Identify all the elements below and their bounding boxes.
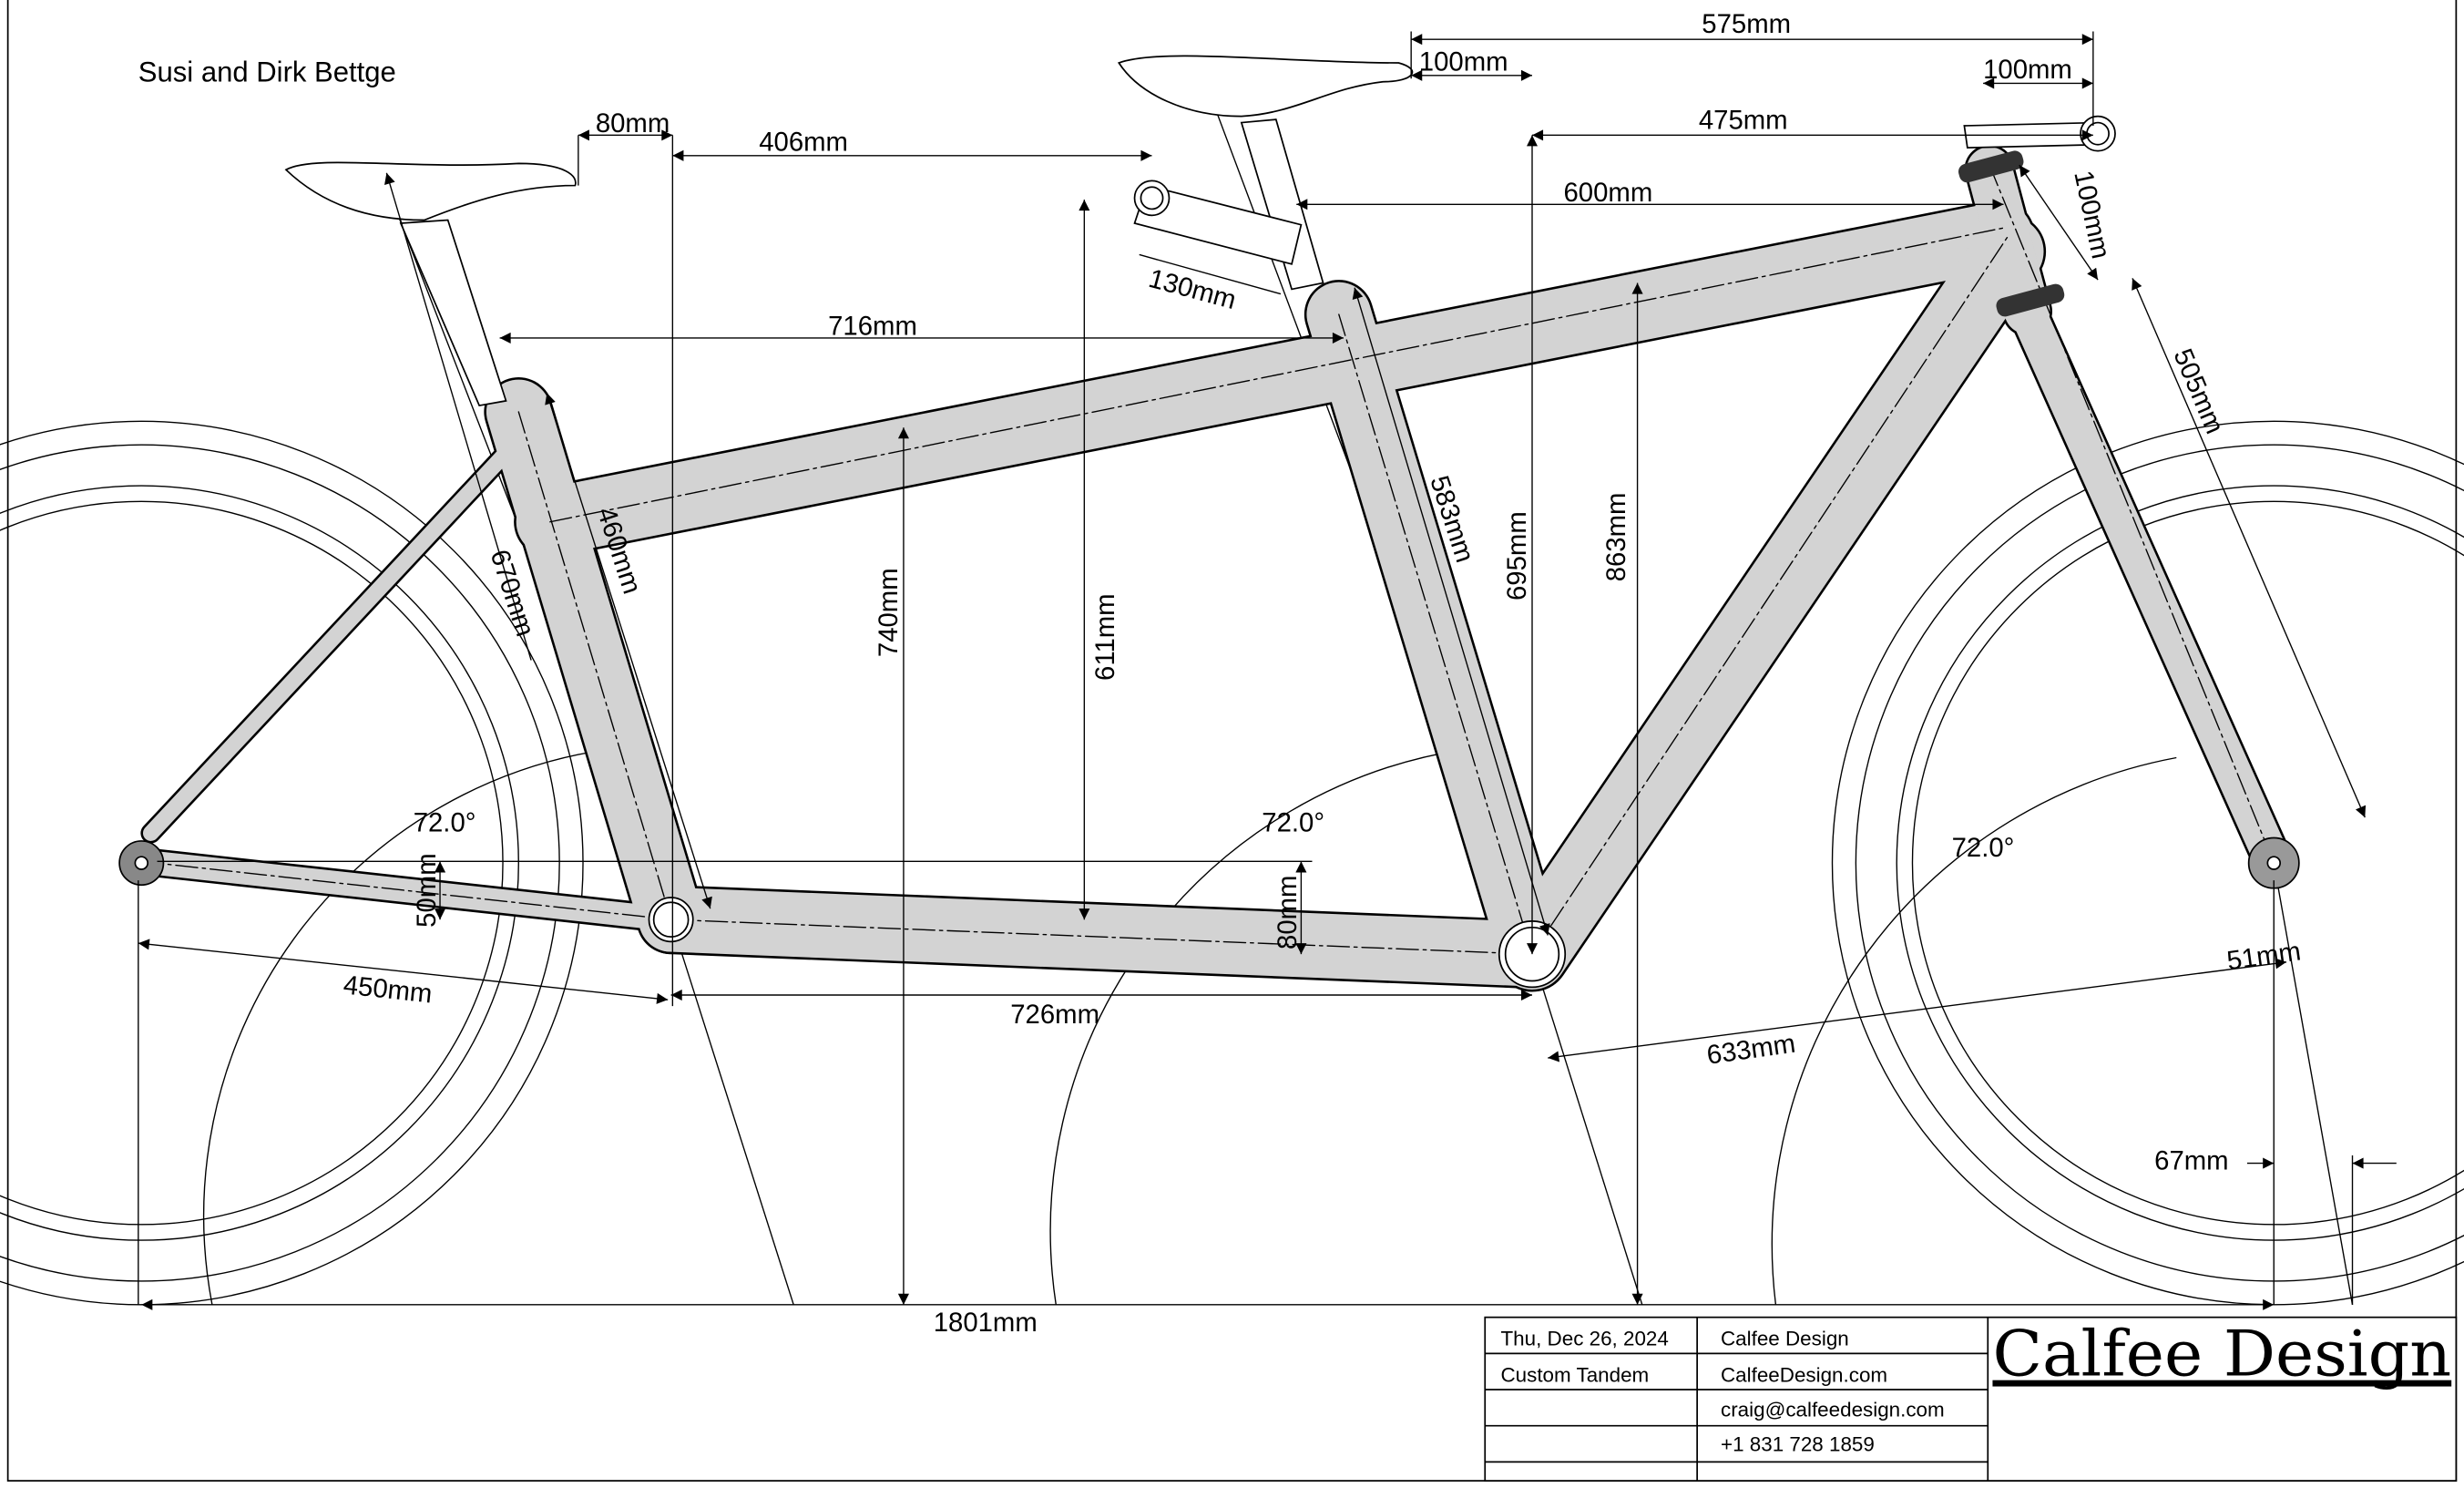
dim-67: 67mm (2154, 1145, 2228, 1175)
dim-50: 50mm (412, 853, 442, 927)
dim-716: 716mm (828, 311, 917, 341)
dim-1801: 1801mm (934, 1308, 1038, 1338)
company: Calfee Design (1721, 1328, 1849, 1350)
date: Thu, Dec 26, 2024 (1500, 1328, 1668, 1350)
angle-stoker: 72.0° (414, 808, 476, 838)
dim-100-stem: 100mm (1983, 55, 2072, 85)
dim-450: 450mm (342, 970, 434, 1009)
dim-726: 726mm (1010, 1000, 1099, 1030)
dim-51: 51mm (2225, 936, 2303, 976)
dim-130: 130mm (1146, 263, 1240, 315)
calfee-logo: Calfee Design (1992, 1318, 2451, 1391)
dim-80-stoker-setback: 80mm (596, 108, 670, 139)
phone: +1 831 728 1859 (1721, 1432, 1875, 1455)
dim-633: 633mm (1705, 1029, 1797, 1071)
sheet-border (6, 0, 2458, 1482)
cockpit (284, 55, 2116, 407)
dimension-lines (138, 31, 2397, 1310)
dim-100-captain-setback: 100mm (1419, 47, 1508, 77)
dim-863: 863mm (1601, 493, 1631, 582)
dim-80-bb-drop: 80mm (1273, 876, 1303, 949)
angle-captain: 72.0° (1262, 808, 1324, 838)
dim-406: 406mm (759, 128, 848, 158)
dim-695: 695mm (1502, 511, 1532, 600)
logo-underline (1992, 1380, 2452, 1387)
dim-600: 600mm (1564, 178, 1653, 208)
dim-475: 475mm (1699, 105, 1788, 135)
website: CalfeeDesign.com (1721, 1363, 1887, 1386)
dim-740: 740mm (874, 568, 904, 657)
model: Custom Tandem (1500, 1363, 1649, 1386)
customer-name: Susi and Dirk Bettge (138, 56, 396, 88)
dim-575: 575mm (1702, 9, 1791, 39)
dim-611: 611mm (1090, 593, 1120, 681)
title-block: Thu, Dec 26, 2024 Custom Tandem Calfee D… (1484, 1316, 2458, 1482)
dim-505: 505mm (2167, 344, 2230, 438)
email: craig@calfeedesign.com (1721, 1398, 1945, 1421)
angle-headtube: 72.0° (1952, 833, 2015, 863)
